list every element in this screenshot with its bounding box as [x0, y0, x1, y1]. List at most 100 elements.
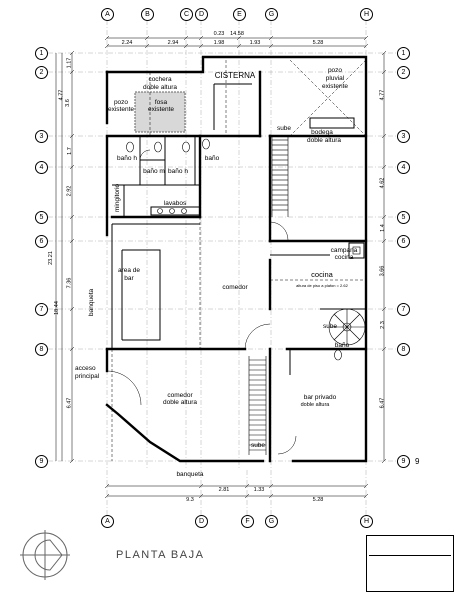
room-campana-1: campana	[330, 247, 358, 254]
grid-row-8-left: 8	[35, 343, 48, 356]
grid-row-1-right: 1	[397, 47, 410, 60]
grid-col-G-top: G	[265, 8, 278, 21]
room-fosa-2: existente	[147, 106, 175, 113]
room-fosa-1: fosa	[154, 99, 168, 106]
room-area-bar-2: bar	[124, 275, 134, 282]
dim-right-0: 4.77	[379, 89, 386, 101]
room-banqueta-bottom: banqueta	[176, 471, 204, 478]
planta-baja-logo-icon	[20, 530, 70, 580]
room-lavabos: lavabos	[163, 200, 187, 207]
stair-sube-2: sube	[322, 323, 338, 330]
dimension-lines	[55, 35, 387, 499]
room-bano-3: baño	[334, 342, 350, 349]
room-pozo-existente-1: pozo	[113, 99, 129, 106]
dim-left-inner-4: 7.36	[66, 277, 73, 289]
grid-col-D-bottom: D	[195, 515, 208, 528]
dim-right-2: 1.4	[379, 224, 386, 232]
grid-row-6-left: 6	[35, 235, 48, 248]
room-cocina: cocina	[311, 270, 333, 279]
grid-row-7-left: 7	[35, 303, 48, 316]
dim-right-5: 6.47	[379, 397, 386, 409]
room-pozo-pluvial-2: pluvial	[325, 75, 345, 82]
grid-row-4-left: 4	[35, 161, 48, 174]
dim-left-inner-0: 1.17	[66, 57, 73, 69]
room-comedor-da-2: doble altura	[163, 399, 197, 406]
cocina-altura-note: altura de piso a plafon = 2.62	[296, 283, 348, 288]
grid-row-2-right: 2	[397, 66, 410, 79]
dim-top-5: 1.93	[249, 40, 261, 46]
grid-row-5-left: 5	[35, 211, 48, 224]
grid-row-6-right: 6	[397, 235, 410, 248]
room-bodega-doble-altura: doble altura	[307, 137, 341, 144]
title-block	[366, 535, 454, 592]
grid-row-3-left: 3	[35, 130, 48, 143]
dim-bottom-3: 5.28	[312, 497, 324, 503]
dim-top-3: 2.94	[167, 40, 179, 46]
room-acceso-1: acceso	[75, 365, 96, 372]
room-banqueta-side: banqueta	[88, 288, 95, 316]
room-acceso-2: principal	[75, 373, 100, 380]
room-bodega: bodega	[311, 129, 333, 136]
dim-right-3: 3.66	[379, 265, 386, 277]
dim-top-0: 0.23	[213, 31, 225, 37]
partitions	[111, 83, 366, 375]
room-bano-h2: baño h	[168, 168, 188, 175]
dim-left-inner-2: 1.7	[66, 147, 73, 155]
grid-row-9-right: 9	[397, 455, 410, 468]
grid-row-1-left: 1	[35, 47, 48, 60]
stair-sube-3: sube	[250, 442, 266, 449]
dim-bottom-1: 2.81	[218, 487, 230, 493]
grid-col-H-top: H	[360, 8, 373, 21]
room-cochera: cochera	[148, 76, 172, 83]
room-comedor: comedor	[222, 284, 248, 291]
room-bar-privado: bar privado	[303, 394, 337, 401]
room-pozo-pluvial-3: existente	[321, 83, 349, 90]
room-bar-privado-2: doble altura	[300, 402, 330, 408]
overhead-lines	[111, 59, 367, 461]
grid-row-8-right: 8	[397, 343, 410, 356]
room-pozo-pluvial-1: pozo	[327, 67, 343, 74]
dim-top-2: 2.24	[121, 40, 133, 46]
room-mingitorio: mingitorio	[114, 183, 121, 212]
stair-left-upper	[271, 136, 289, 217]
dim-top-1: 14.58	[230, 31, 244, 37]
dim-left-outer-1: 18.44	[53, 301, 60, 315]
fixtures	[126, 138, 361, 361]
room-bano-h: baño h	[117, 155, 137, 162]
grid-row-5-right: 5	[397, 211, 410, 224]
page-title: PLANTA BAJA	[116, 549, 205, 561]
grid-col-E-top: E	[233, 8, 246, 21]
room-cisterna: CISTERNA	[214, 71, 256, 80]
stair-right-lower	[248, 356, 267, 455]
grid-col-A-bottom: A	[101, 515, 114, 528]
room-campana-2: cocina	[334, 254, 354, 261]
grid-row-4-right: 4	[397, 161, 410, 174]
dim-bottom-0: 9.3	[186, 497, 194, 503]
grid-row-2-left: 2	[35, 66, 48, 79]
dim-right-4: 2.3	[379, 321, 386, 329]
dim-left-outer-0: 4.77	[58, 89, 65, 101]
room-area-bar-1: area de	[117, 267, 141, 274]
dim-top-4: 1.98	[213, 40, 225, 46]
room-bano-top: baño	[204, 155, 220, 162]
grid-lines	[48, 20, 398, 515]
grid-col-H-bottom: H	[360, 515, 373, 528]
grid-col-D-top: D	[195, 8, 208, 21]
dim-right-1: 4.62	[379, 177, 386, 189]
grid-row-7-right: 7	[397, 303, 410, 316]
grid-col-B-top: B	[141, 8, 154, 21]
grid-row-3-right: 3	[397, 130, 410, 143]
grid-col-C-top: C	[180, 8, 193, 21]
room-comedor-da-1: comedor	[167, 392, 193, 399]
grid-col-F-bottom: F	[241, 515, 254, 528]
door-swings	[106, 149, 297, 455]
room-pozo-existente-2: existente	[107, 106, 135, 113]
dim-left-outer-2: 23.21	[47, 251, 54, 265]
room-cochera-doble-altura: doble altura	[143, 84, 177, 91]
spiral-stair	[328, 308, 366, 346]
stair-sube-1: sube	[276, 125, 292, 132]
dim-left-inner-3: 2.92	[66, 185, 73, 197]
row-9-extra-label: 9	[415, 457, 420, 466]
dim-top-6: 5.28	[312, 40, 324, 46]
